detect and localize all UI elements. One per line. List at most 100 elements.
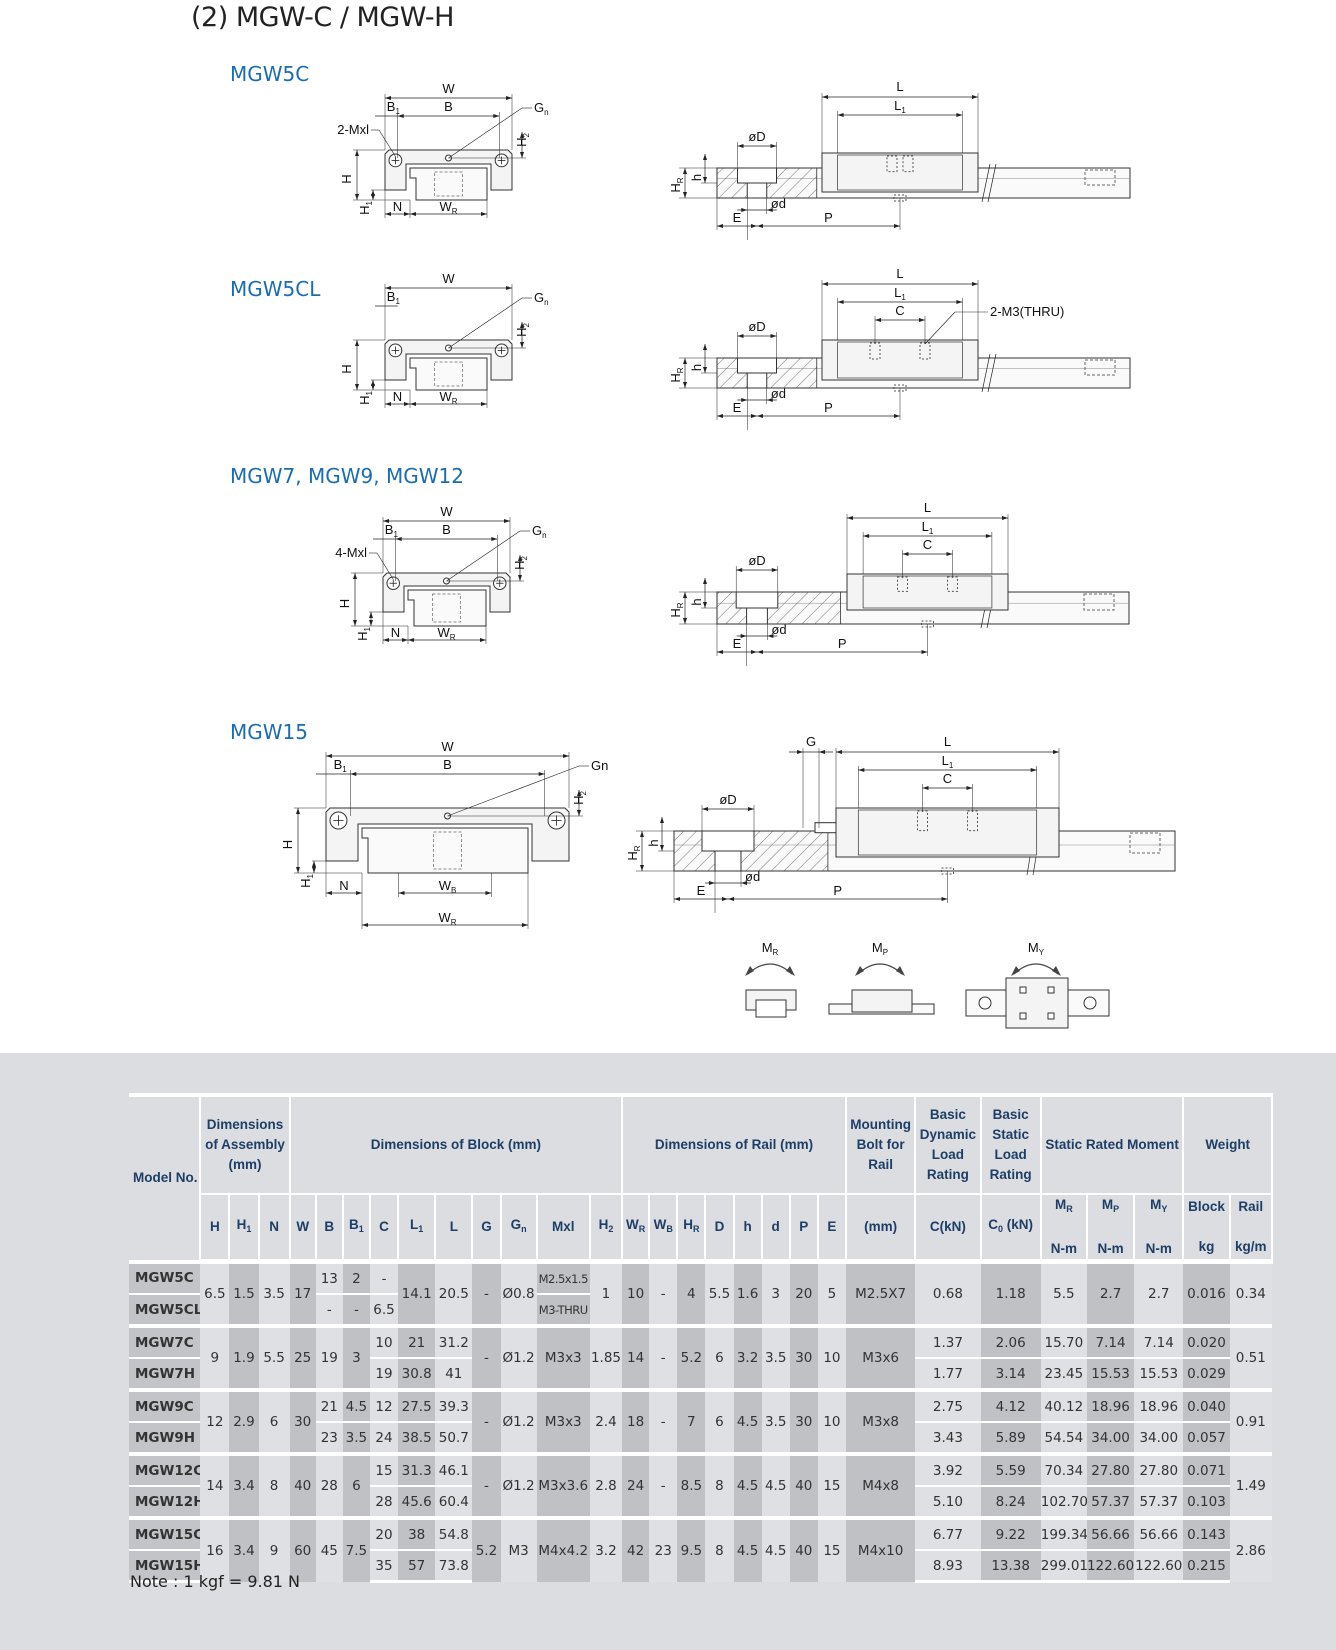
label-main: W <box>440 504 453 519</box>
table-cell: 73.8 <box>435 1549 473 1583</box>
table-cell: 4.5 <box>733 1452 762 1518</box>
label-main: W <box>437 625 450 640</box>
table-cell: 35 <box>369 1549 399 1583</box>
arrowhead <box>506 286 512 290</box>
label-subscript: 1 <box>901 106 906 115</box>
arrowhead <box>385 212 391 216</box>
arrowhead <box>520 322 524 328</box>
table-cell: M3-THRU <box>536 1293 590 1326</box>
dimension-label: W <box>441 739 454 754</box>
table-cell: 0.020 <box>1183 1324 1230 1358</box>
table-cell: 9.22 <box>980 1516 1041 1550</box>
table-cell: 41 <box>435 1357 473 1390</box>
label-subscript: R <box>451 918 457 927</box>
dimension-label: HR <box>668 602 685 617</box>
label-main: C <box>943 771 952 786</box>
table-cell: 42 <box>622 1516 650 1582</box>
arrowhead <box>660 845 664 851</box>
model-name-cell: MGW15H <box>129 1549 201 1583</box>
label-main: B <box>442 522 451 537</box>
column-header: B <box>314 1194 344 1264</box>
column-header-main: B <box>349 1217 359 1232</box>
column-header-main: C(kN) <box>929 1219 966 1234</box>
label-main: 2-Mxl <box>337 122 369 137</box>
table-cell: 24 <box>622 1452 650 1518</box>
arrowhead <box>355 340 359 346</box>
arrowhead <box>312 867 316 873</box>
table-cell: 15 <box>817 1452 846 1518</box>
table-cell: 17 <box>289 1259 316 1326</box>
arrowhead <box>709 881 715 885</box>
label-main: P <box>838 636 847 651</box>
column-header-main: h <box>743 1219 752 1234</box>
table-cell: - <box>649 1259 678 1326</box>
table-cell: 3.5 <box>258 1259 290 1326</box>
column-header-main: E <box>827 1219 837 1234</box>
dimension-label: ød <box>771 196 786 211</box>
arrowhead <box>397 114 404 118</box>
table-cell: 27.80 <box>1086 1452 1135 1486</box>
dimension-label: E <box>733 400 742 415</box>
table-cell: 56.66 <box>1086 1516 1135 1550</box>
dimension-line <box>924 311 956 345</box>
table-cell: 0.91 <box>1229 1388 1272 1454</box>
arrowhead <box>736 568 743 572</box>
column-header-subscript: Y <box>1161 1204 1168 1214</box>
table-cell: - <box>649 1324 678 1390</box>
label-main: W <box>439 878 452 893</box>
dimension-line <box>447 765 580 817</box>
label-main: C <box>895 303 904 318</box>
grease-nipple <box>814 822 837 834</box>
column-header-main: Rail <box>1238 1199 1264 1214</box>
arrowhead <box>480 638 486 642</box>
table-cell: 8.93 <box>915 1549 981 1583</box>
dimension-label: C <box>923 537 932 552</box>
arrowhead <box>896 966 905 976</box>
arrowhead <box>522 923 528 927</box>
arrowhead <box>410 402 416 406</box>
block-end-view <box>325 807 570 862</box>
section-title-mgw5cl: MGW5CL <box>230 277 321 301</box>
block-body <box>862 575 993 609</box>
label-main: P <box>833 883 842 898</box>
label-main: E <box>733 636 742 651</box>
bolt-hole <box>746 372 768 389</box>
table-cell: 19 <box>369 1357 399 1390</box>
label-main: H <box>512 561 527 570</box>
label-main: øD <box>748 319 765 334</box>
dimension-label: WR <box>438 910 456 927</box>
dimension-label: ød <box>745 869 760 884</box>
table-cell: 299.01 <box>1040 1549 1087 1583</box>
table-cell: 3.5 <box>342 1421 370 1454</box>
arrowhead <box>355 150 359 156</box>
table-cell: 3.14 <box>980 1357 1041 1390</box>
table-cell: M3x6 <box>845 1324 916 1390</box>
table-cell: 0.143 <box>1183 1516 1230 1550</box>
arrowhead <box>1002 516 1008 520</box>
label-main: P <box>824 210 833 225</box>
table-cell: 0.029 <box>1183 1357 1230 1390</box>
column-header-main: d <box>771 1219 780 1234</box>
arrowhead <box>404 402 410 406</box>
block-end-view <box>382 572 511 613</box>
arrowhead <box>1030 768 1037 772</box>
table-cell: 8 <box>258 1452 290 1518</box>
table-cell: 30 <box>789 1388 818 1454</box>
label-main: Gn <box>591 758 608 773</box>
table-cell: 1.18 <box>980 1259 1041 1326</box>
dimension-label: H <box>280 840 295 849</box>
table-cell: 2.7 <box>1134 1259 1184 1326</box>
label-main: B <box>334 757 343 772</box>
table-cell: M4x8 <box>845 1452 916 1518</box>
model-name-cell: MGW5C <box>129 1259 201 1294</box>
arrowhead <box>740 634 747 638</box>
table-cell: M2.5X7 <box>845 1259 916 1326</box>
dimension-label: H <box>339 174 354 183</box>
arrowhead <box>520 132 524 138</box>
hidden-hole <box>1084 169 1116 186</box>
moment-pitch-block-icon <box>851 989 913 1013</box>
arrowhead <box>837 113 844 117</box>
